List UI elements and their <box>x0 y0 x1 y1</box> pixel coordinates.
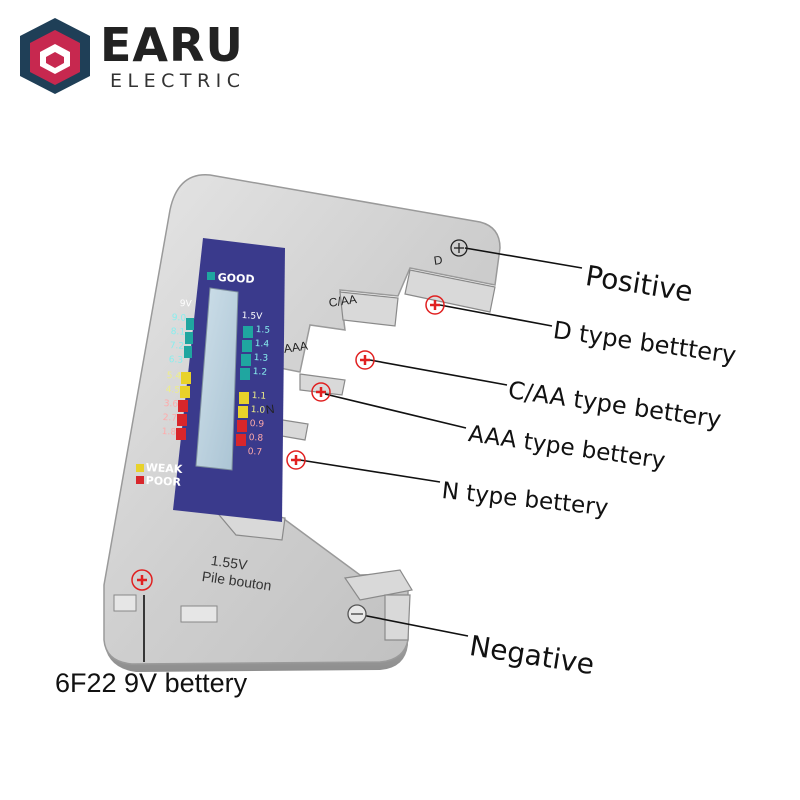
right-scale-value: 1.0 <box>250 405 266 416</box>
left-scale-value: 6.3 <box>168 355 184 366</box>
left-scale-header: 9V <box>179 299 192 310</box>
plus-icon <box>425 295 445 315</box>
left-scale-value: 4.5 <box>165 385 181 396</box>
weak-legend-swatch <box>136 464 144 472</box>
lcd-window <box>195 287 239 471</box>
plus-icon <box>131 569 153 591</box>
brand-name: EARU <box>100 18 244 72</box>
slot-label-n: N <box>264 401 276 417</box>
left-scale-value: 2.7 <box>162 413 178 424</box>
right-scale-value: 1.3 <box>253 353 269 364</box>
poor-legend-swatch <box>136 476 144 484</box>
right-scale-header: 1.5V <box>241 311 263 323</box>
plus-icon <box>355 350 375 370</box>
brand-subtitle: ELECTRIC <box>110 70 246 92</box>
right-scale-value: 0.7 <box>247 447 263 458</box>
negative-terminal-icon <box>347 604 367 624</box>
callout-9v: 6F22 9V bettery <box>55 668 248 698</box>
right-scale-value: 1.1 <box>251 391 267 402</box>
left-scale-value: 9.0 <box>171 313 187 324</box>
plus-icon <box>286 450 306 470</box>
plus-icon <box>311 382 331 402</box>
right-scale-value: 1.4 <box>254 339 270 350</box>
right-scale-value: 0.8 <box>248 433 264 444</box>
slot-label-d: D <box>432 252 444 268</box>
leader-lines <box>143 247 583 662</box>
left-scale-value: 7.2 <box>169 341 185 352</box>
good-label: GOOD <box>217 271 255 286</box>
right-scale-value: 0.9 <box>249 419 265 430</box>
weak-label: WEAK <box>145 461 183 476</box>
slot-label-c-aa: C/AA <box>327 292 358 310</box>
good-legend-swatch <box>207 272 215 280</box>
right-scale-value: 1.5 <box>255 325 271 336</box>
positive-terminal-icon <box>450 239 468 257</box>
earu-logo-mark <box>20 18 90 94</box>
right-scale-colors <box>236 326 253 446</box>
right-scale-value: 1.2 <box>252 367 268 378</box>
slot-label-aaa: AAA <box>282 338 309 356</box>
poor-label: POOR <box>145 474 182 489</box>
nine-volt-terminals <box>113 594 218 623</box>
metal-contacts <box>213 269 496 641</box>
left-scale-value: 8.1 <box>170 327 186 338</box>
left-scale-value: 3.6 <box>163 399 179 410</box>
left-scale-value: 5.4 <box>166 371 182 382</box>
left-scale-colors <box>176 318 194 440</box>
left-scale-value: 1.8 <box>161 427 177 438</box>
